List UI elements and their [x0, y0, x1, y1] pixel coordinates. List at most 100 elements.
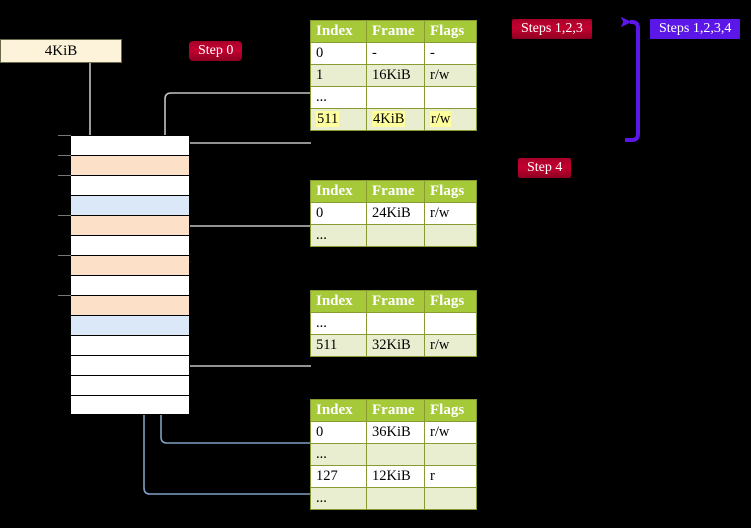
- table-cell-index: 511: [310, 108, 367, 131]
- frame-tick-mark: [58, 215, 71, 216]
- table-cell-flags: [424, 312, 477, 335]
- table-cell-flags: r/w: [424, 64, 477, 87]
- table-cell-flags: -: [424, 42, 477, 65]
- memory-frame-row: [70, 275, 190, 295]
- column-header-flags: Flags: [424, 20, 477, 43]
- memory-frame-row: [70, 235, 190, 255]
- memory-frame-row: [70, 315, 190, 335]
- table-cell-index: ...: [310, 487, 367, 510]
- table-cell-frame: 12KiB: [366, 465, 425, 488]
- memory-frame-row: [70, 335, 190, 355]
- wire-pml4-row1: [163, 92, 311, 152]
- table-row: ...: [310, 443, 477, 466]
- table-cell-frame: 16KiB: [366, 64, 425, 87]
- frame-tick-mark: [58, 255, 71, 256]
- badge-step-4: Step 4: [518, 158, 572, 179]
- table-cell-flags: r: [424, 465, 477, 488]
- frame-tick-mark: [58, 295, 71, 296]
- table-cell-frame: [366, 224, 425, 247]
- table-cell-frame: 4KiB: [366, 108, 425, 131]
- kib-box: 4KiB: [0, 39, 122, 63]
- table-cell-flags: [424, 443, 477, 466]
- column-header-flags: Flags: [424, 399, 477, 422]
- frame-tick-mark: [58, 155, 71, 156]
- table-cell-flags: [424, 224, 477, 247]
- frame-tick-mark: [58, 135, 71, 136]
- memory-frame-row: [70, 375, 190, 395]
- table-cell-index: ...: [310, 312, 367, 335]
- table-cell-frame: [366, 312, 425, 335]
- column-header-flags: Flags: [424, 290, 477, 313]
- highlighted-value: r/w: [430, 111, 452, 127]
- memory-frame-row: [58, 295, 190, 315]
- highlighted-value: 4KiB: [372, 111, 406, 127]
- physical-memory-column: [58, 135, 190, 415]
- memory-frame-row: [70, 395, 190, 415]
- column-header-frame: Frame: [366, 290, 425, 313]
- table-cell-flags: r/w: [424, 334, 477, 357]
- table-cell-frame: [366, 86, 425, 109]
- table-cell-flags: r/w: [424, 202, 477, 225]
- memory-frame-row: [58, 255, 190, 275]
- table-cell-index: ...: [310, 86, 367, 109]
- wire-pt-row127: [142, 333, 311, 495]
- table-cell-frame: 36KiB: [366, 421, 425, 444]
- table-cell-index: 0: [310, 202, 367, 225]
- table-row: ...: [310, 224, 477, 247]
- table-cell-flags: [424, 86, 477, 109]
- column-header-frame: Frame: [366, 180, 425, 203]
- column-header-index: Index: [310, 290, 367, 313]
- table-row: ...: [310, 487, 477, 510]
- table-cell-index: 511: [310, 334, 367, 357]
- kib-box-label: 4KiB: [44, 42, 78, 59]
- table-cell-index: 1: [310, 64, 367, 87]
- table-cell-index: 0: [310, 421, 367, 444]
- table-cell-flags: r/w: [424, 421, 477, 444]
- table-cell-flags: r/w: [424, 108, 477, 131]
- memory-frame-row: [70, 195, 190, 215]
- badge-steps-123: Steps 1,2,3: [512, 19, 592, 40]
- table-cell-index: ...: [310, 224, 367, 247]
- memory-frame-row: [70, 355, 190, 375]
- table-cell-frame: [366, 487, 425, 510]
- highlighted-value: 511: [316, 111, 340, 127]
- column-header-frame: Frame: [366, 20, 425, 43]
- table-cell-frame: 24KiB: [366, 202, 425, 225]
- wire-pd-row511: [177, 306, 311, 367]
- table-row: ...: [310, 312, 477, 335]
- frame-tick-mark: [58, 175, 71, 176]
- table-row: 511 4KiB r/w: [310, 108, 477, 131]
- column-header-flags: Flags: [424, 180, 477, 203]
- table-cell-index: ...: [310, 443, 367, 466]
- table-cell-frame: 32KiB: [366, 334, 425, 357]
- column-header-frame: Frame: [366, 399, 425, 422]
- badge-step-0: Step 0: [189, 41, 243, 62]
- table-cell-flags: [424, 487, 477, 510]
- wire-pt-row0: [159, 213, 311, 444]
- table-row: ...: [310, 86, 477, 109]
- memory-frame-row: [58, 135, 190, 155]
- table-cell-frame: [366, 443, 425, 466]
- memory-frame-row: [58, 175, 190, 195]
- table-cell-frame: -: [366, 42, 425, 65]
- table-row: 0--: [310, 42, 477, 65]
- table-cell-index: 0: [310, 42, 367, 65]
- badge-steps-1234: Steps 1,2,3,4: [650, 19, 741, 40]
- column-header-index: Index: [310, 180, 367, 203]
- wire-steps-bracket: [620, 16, 640, 142]
- column-header-index: Index: [310, 20, 367, 43]
